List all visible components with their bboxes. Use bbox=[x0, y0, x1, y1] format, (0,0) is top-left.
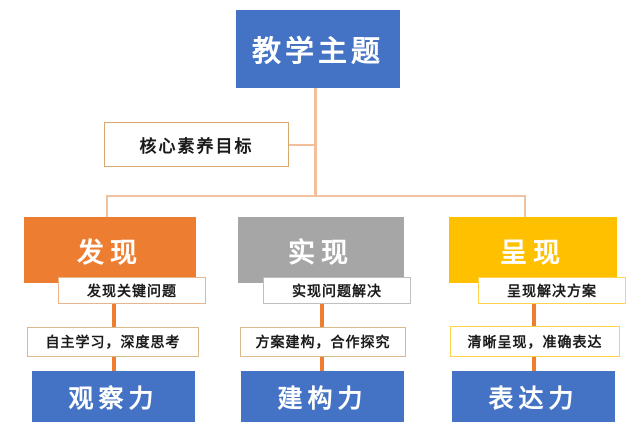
sub-label-box-0: 发现关键问题 bbox=[58, 277, 206, 304]
sub-label-box-1: 实现问题解决 bbox=[263, 277, 411, 304]
capability-box-2: 表达力 bbox=[452, 371, 615, 422]
category-box-0: 发现 bbox=[24, 217, 196, 283]
detail-label-box-0: 自主学习，深度思考 bbox=[27, 327, 199, 357]
category-label-2: 呈现 bbox=[500, 237, 566, 269]
title-box-label: 教学主题 bbox=[251, 34, 384, 68]
branch-bus bbox=[106, 195, 526, 219]
connector-1-detail-to-capability bbox=[320, 357, 324, 374]
detail-label-0: 自主学习，深度思考 bbox=[45, 335, 181, 351]
category-label-0: 发现 bbox=[77, 237, 143, 269]
sub-label-0: 发现关键问题 bbox=[87, 283, 177, 300]
category-label-1: 实现 bbox=[288, 237, 354, 269]
detail-label-1: 方案建构，合作探究 bbox=[255, 335, 391, 351]
capability-label-2: 表达力 bbox=[488, 383, 579, 413]
detail-label-box-2: 清晰呈现，准确表达 bbox=[450, 326, 620, 357]
goal-box-label: 核心素养目标 bbox=[139, 137, 254, 157]
capability-box-1: 建构力 bbox=[241, 371, 404, 422]
capability-box-0: 观察力 bbox=[32, 371, 195, 422]
goal-box: 核心素养目标 bbox=[104, 122, 289, 167]
capability-label-0: 观察力 bbox=[68, 383, 159, 413]
connector-2-detail-to-capability bbox=[532, 357, 536, 374]
title-box: 教学主题 bbox=[236, 10, 400, 88]
connector-1-sub-to-detail bbox=[320, 304, 324, 328]
detail-label-box-1: 方案建构，合作探究 bbox=[240, 327, 406, 357]
sub-label-2: 呈现解决方案 bbox=[507, 283, 597, 300]
sub-label-box-2: 呈现解决方案 bbox=[478, 277, 626, 304]
category-box-1: 实现 bbox=[238, 217, 404, 283]
category-box-2: 呈现 bbox=[449, 217, 617, 283]
capability-label-1: 建构力 bbox=[277, 383, 368, 413]
goal-box-connector bbox=[289, 144, 316, 146]
spine-vertical-connector bbox=[314, 88, 317, 196]
connector-0-detail-to-capability bbox=[112, 357, 116, 374]
connector-0-sub-to-detail bbox=[112, 304, 116, 328]
sub-label-1: 实现问题解决 bbox=[292, 283, 382, 300]
detail-label-2: 清晰呈现，准确表达 bbox=[467, 334, 603, 351]
connector-2-sub-to-detail bbox=[532, 304, 536, 328]
